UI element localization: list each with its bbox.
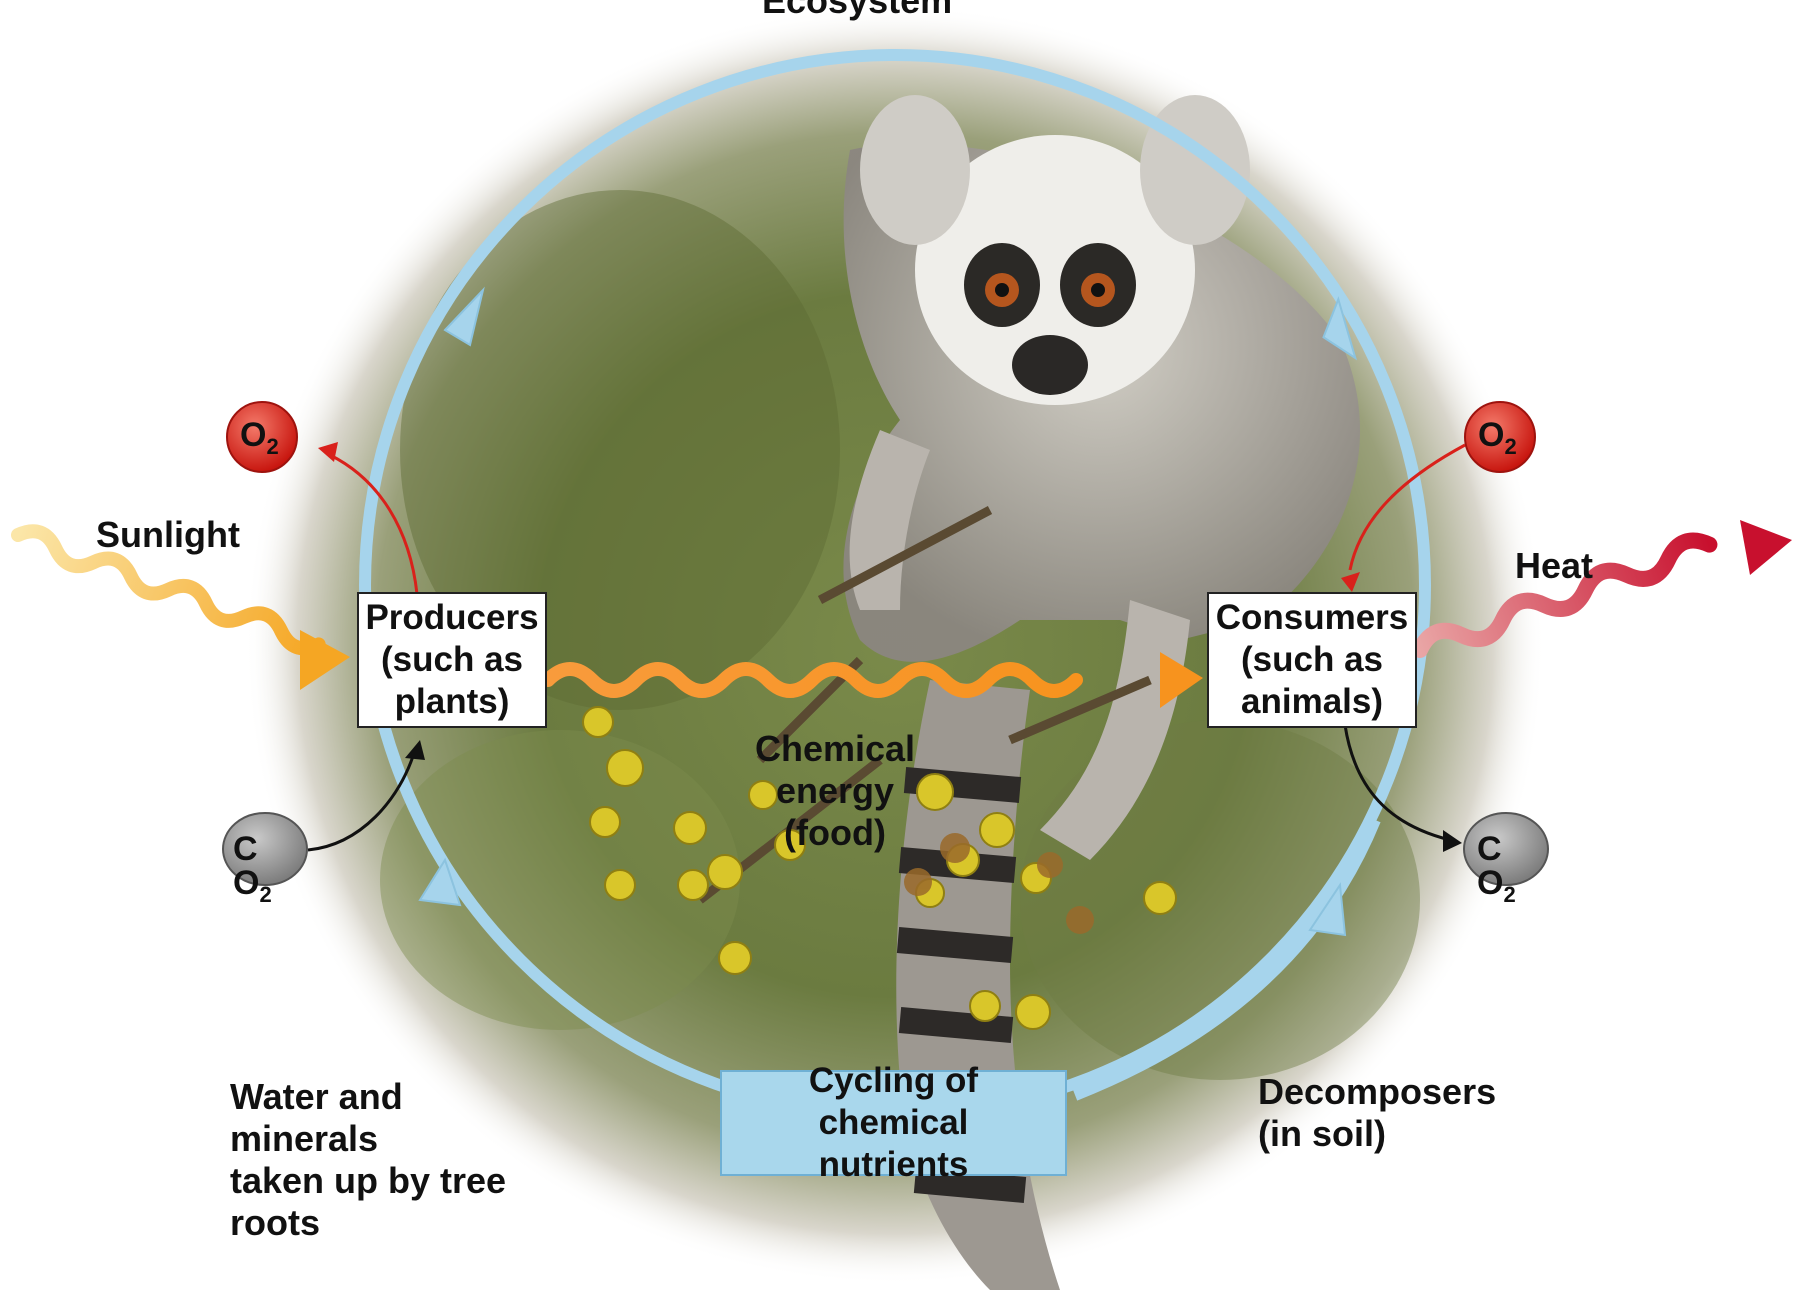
o2-right-label: O2 — [1478, 418, 1517, 464]
decomposers-label: Decomposers (in soil) — [1258, 1071, 1496, 1155]
sunlight-label: Sunlight — [96, 514, 240, 556]
diagram-title: Ecosystem — [762, 0, 952, 22]
co2-right-label: C O2 — [1477, 832, 1516, 912]
consumers-box: Consumers (such as animals) — [1207, 592, 1417, 728]
o2-left-label: O2 — [240, 418, 279, 464]
heat-label: Heat — [1515, 545, 1593, 587]
water-minerals-label: Water and minerals taken up by tree root… — [230, 1076, 506, 1244]
cycling-nutrients-box: Cycling of chemical nutrients — [720, 1070, 1067, 1176]
co2-left-label: C O2 — [233, 832, 272, 912]
chemical-energy-label: Chemical energy (food) — [740, 728, 930, 854]
producers-box: Producers (such as plants) — [357, 592, 547, 728]
